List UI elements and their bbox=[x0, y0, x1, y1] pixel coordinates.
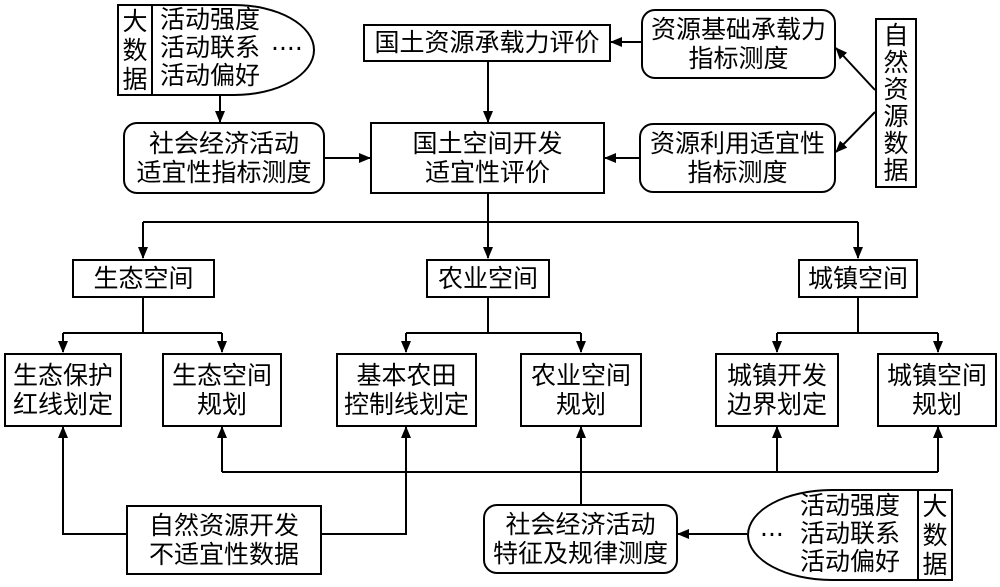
spatial-dev-eval-box: 国土空间开发 适宜性评价 bbox=[370, 122, 605, 194]
branch-line-agri bbox=[406, 298, 581, 334]
agri-space-box: 农业空间 bbox=[426, 259, 550, 298]
big-data-items-top: 活动强度 活动联系 活动偏好 bbox=[160, 5, 261, 90]
farmland-control-box: 基本农田 控制线划定 bbox=[336, 353, 477, 427]
big-data-ellipsis-bottom: ··· bbox=[760, 520, 784, 549]
big-data-tag-bottom: 大 数 据 bbox=[917, 489, 953, 581]
big-data-ellipse-top bbox=[153, 4, 315, 96]
branch-line-eco bbox=[63, 298, 222, 334]
branch-line-urban bbox=[777, 298, 938, 334]
line-unsuitable-right bbox=[322, 426, 411, 535]
line-unsuitable-left bbox=[58, 426, 126, 535]
unsuitable-data-box: 自然资源开发 不适宜性数据 bbox=[126, 505, 322, 575]
urban-planning-box: 城镇空间 规划 bbox=[877, 353, 997, 427]
resource-use-suitability-box: 资源利用适宜性 指标测度 bbox=[639, 123, 836, 193]
natural-resource-data-box: 自 然 资 源 数 据 bbox=[875, 18, 917, 188]
big-data-ellipsis-top: ···· bbox=[271, 34, 303, 63]
socio-economic-suitability-box: 社会经济活动 适宜性指标测度 bbox=[123, 122, 325, 194]
agri-planning-box: 农业空间 规划 bbox=[520, 353, 642, 427]
big-data-ellipse-bottom bbox=[747, 489, 917, 581]
big-data-tag-top: 大 数 据 bbox=[117, 4, 153, 96]
eco-planning-box: 生态空间 规划 bbox=[162, 353, 282, 427]
resource-base-box: 资源基础承载力 指标测度 bbox=[641, 9, 836, 79]
big-data-items-bottom: 活动强度 活动联系 活动偏好 bbox=[800, 491, 901, 576]
urban-space-box: 城镇空间 bbox=[798, 259, 918, 298]
branch-line-spaces bbox=[143, 194, 858, 223]
arrow-natural-data-to-resource-use bbox=[835, 111, 876, 153]
socio-economic-features-box: 社会经济活动 特征及规律测度 bbox=[483, 504, 678, 574]
arrow-natural-data-to-resource-base bbox=[835, 47, 876, 91]
urban-boundary-box: 城镇开发 边界划定 bbox=[715, 353, 839, 427]
national-resource-eval-box: 国土资源承载力评价 bbox=[363, 24, 611, 62]
eco-redline-box: 生态保护 红线划定 bbox=[4, 353, 122, 427]
eco-space-box: 生态空间 bbox=[72, 259, 215, 298]
